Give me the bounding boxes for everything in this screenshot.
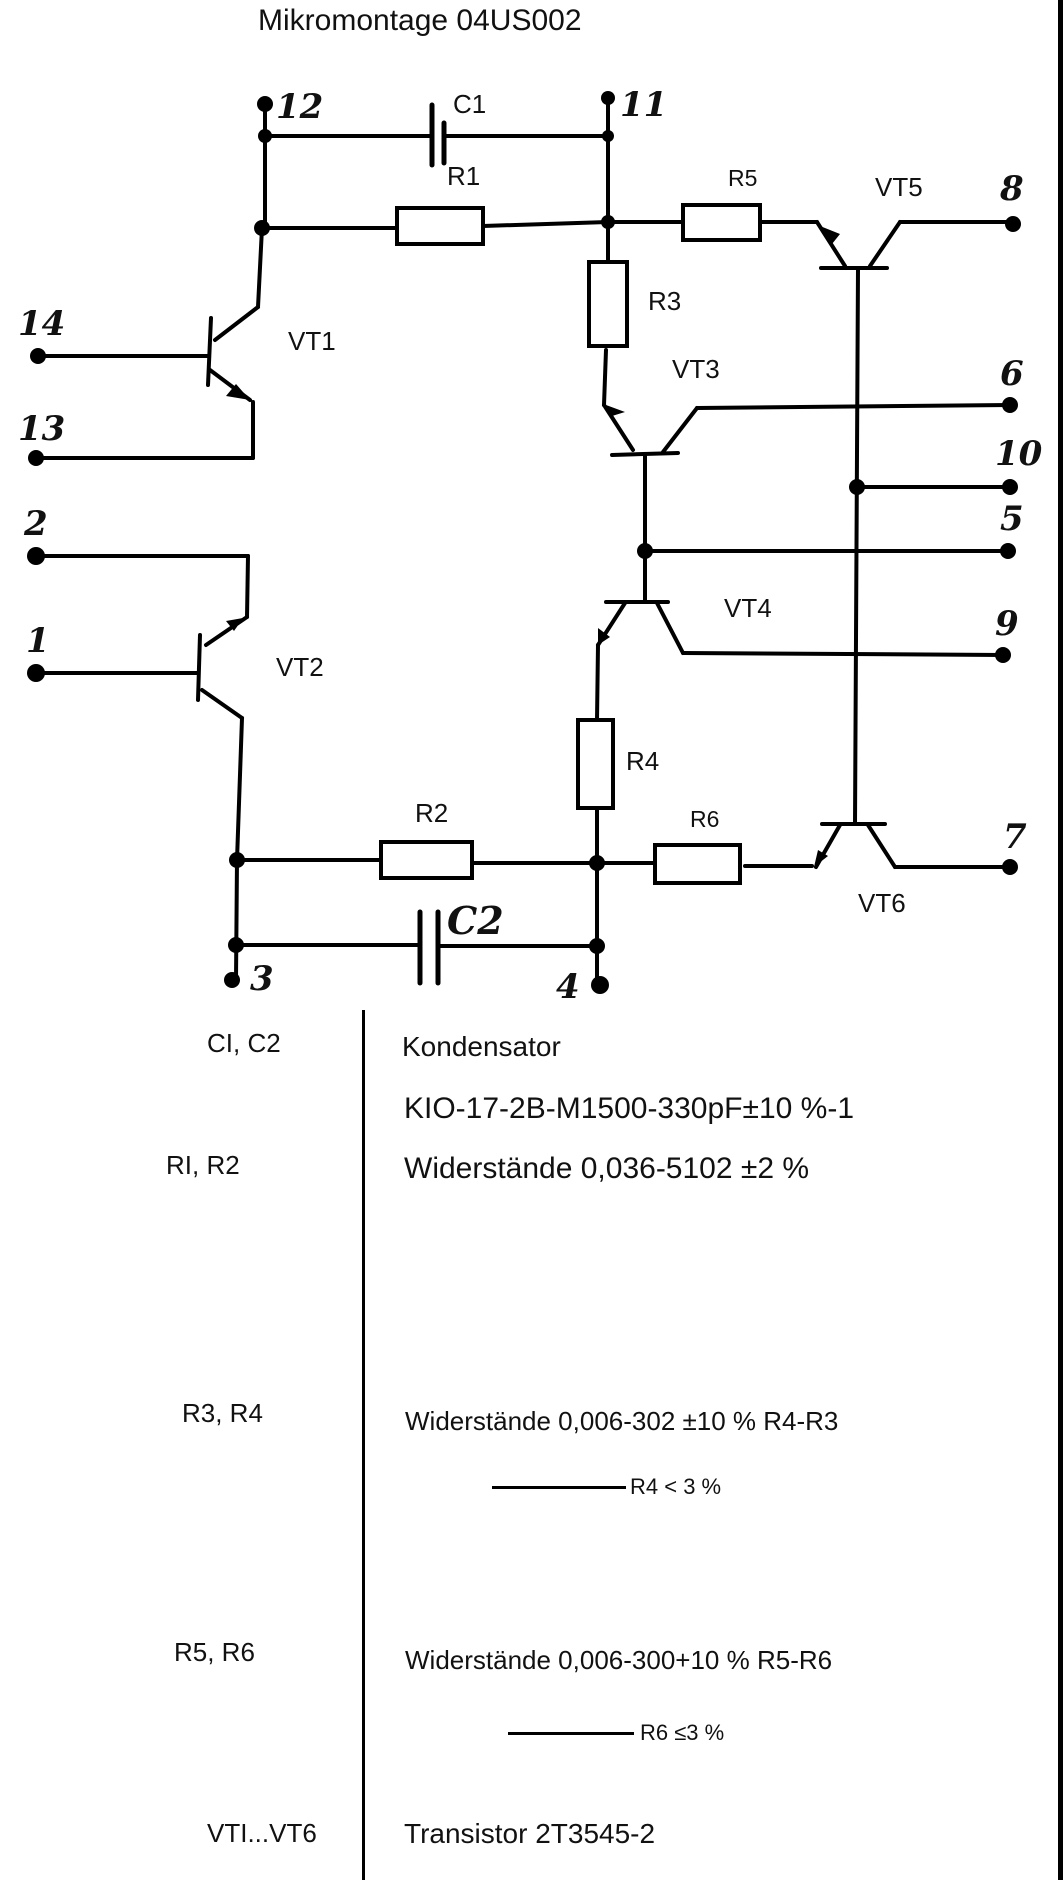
pin-label-3: 3 <box>250 959 274 999</box>
resistor-r3 <box>587 260 629 348</box>
emitter-arrows <box>226 226 840 867</box>
parts-desc-c-line2: KIO-17-2B-M1500-330pF±10 %-1 <box>404 1092 855 1125</box>
resistor-r2 <box>379 840 474 880</box>
note-underline-r6 <box>508 1732 634 1735</box>
wires <box>34 96 1015 982</box>
label-c1: C1 <box>453 89 486 119</box>
pin-label-4: 4 <box>556 967 580 1007</box>
parts-note-r4: R4 < 3 % <box>630 1474 722 1499</box>
circuit-schematic: 12 11 14 13 2 1 3 4 8 6 10 5 9 7 C1 C2 R… <box>18 85 1043 1007</box>
label-r4: R4 <box>626 746 659 776</box>
label-r1: R1 <box>447 161 480 191</box>
pin-label-10: 10 <box>995 434 1043 474</box>
parts-desc-vt: Transistor 2T3545-2 <box>404 1818 656 1849</box>
parts-desc-c-line1: Kondensator <box>402 1031 561 1062</box>
label-r2: R2 <box>415 798 448 828</box>
parts-ref-r56: R5, R6 <box>174 1637 255 1667</box>
pin-label-8: 8 <box>999 169 1024 209</box>
parts-desc-r12: Widerstände 0,036-5102 ±2 % <box>404 1152 810 1185</box>
junction-dots <box>27 91 1021 994</box>
resistor-r5 <box>681 203 762 242</box>
parts-ref-r12: RI, R2 <box>166 1150 240 1180</box>
label-vt2: VT2 <box>276 652 324 682</box>
resistor-r1 <box>395 206 485 246</box>
capacitor-c1 <box>429 102 447 168</box>
parts-desc-r34: Widerstände 0,006-302 ±10 % R4-R3 <box>405 1406 839 1436</box>
pin-label-13: 13 <box>18 409 65 449</box>
pin-label-6: 6 <box>1000 354 1024 394</box>
parts-note-r6: R6 ≤3 % <box>640 1720 725 1745</box>
note-underline-r4 <box>492 1486 626 1489</box>
resistor-r6 <box>653 843 742 885</box>
label-vt5: VT5 <box>875 172 923 202</box>
label-c2: C2 <box>447 898 504 943</box>
pin-label-5: 5 <box>1000 499 1024 539</box>
page-edge-border <box>1058 0 1063 1880</box>
pin-label-9: 9 <box>995 604 1019 644</box>
diagram-title: Mikromontage 04US002 <box>258 4 582 37</box>
pin-label-2: 2 <box>23 504 48 544</box>
pin-label-11: 11 <box>620 85 667 125</box>
pin-label-7: 7 <box>1003 817 1027 857</box>
parts-ref-c: CI, C2 <box>207 1028 281 1058</box>
label-r5: R5 <box>728 165 757 191</box>
parts-ref-r34: R3, R4 <box>182 1398 263 1428</box>
parts-desc-r56: Widerstände 0,006-300+10 % R5-R6 <box>405 1645 833 1675</box>
table-column-divider <box>362 1010 365 1880</box>
parts-ref-vt: VTI...VT6 <box>207 1818 317 1848</box>
label-r6: R6 <box>690 806 719 832</box>
resistor-r4 <box>576 718 615 810</box>
label-vt1: VT1 <box>288 326 336 356</box>
label-vt4: VT4 <box>724 593 772 623</box>
pin-label-14: 14 <box>18 304 65 344</box>
capacitor-c2 <box>417 909 441 986</box>
label-r3: R3 <box>648 286 681 316</box>
pin-label-12: 12 <box>276 87 323 127</box>
label-vt3: VT3 <box>672 354 720 384</box>
pin-label-1: 1 <box>26 621 50 661</box>
label-vt6: VT6 <box>858 888 906 918</box>
